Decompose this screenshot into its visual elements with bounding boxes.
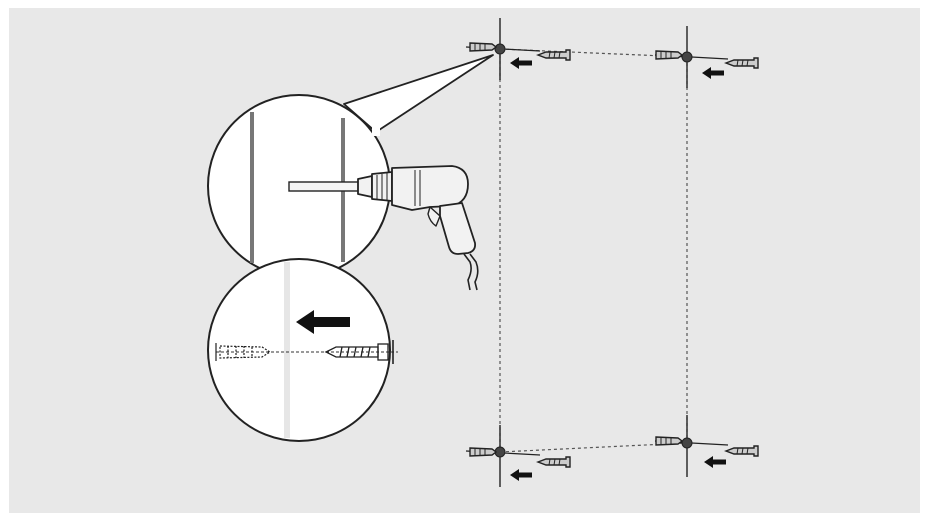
drill-mark-icon: [494, 43, 506, 55]
plug-detail-circle: [207, 258, 391, 442]
drill-point-top-left: [465, 18, 571, 80]
drill-point-bottom-left: [465, 425, 571, 487]
wall-plug-icon: [469, 447, 497, 457]
plug-detail-magnifier: [207, 258, 398, 442]
insert-arrow-icon: [296, 310, 350, 334]
wall-plug-icon: [469, 42, 497, 52]
power-drill-icon: [357, 165, 479, 291]
drill-mark-icon: [681, 437, 693, 449]
drill-point-top-right: [654, 26, 759, 88]
wall-plug-icon: [655, 436, 683, 446]
screw-icon: [324, 340, 394, 364]
wall-plug-icon: [655, 50, 683, 60]
wall-section: [284, 262, 290, 438]
detail-magnifier-icon: [207, 54, 494, 278]
drill-mark-icon: [681, 51, 693, 63]
drill-bit: [288, 181, 362, 192]
drill-point-bottom-right: [654, 415, 759, 477]
inserted-plug: [215, 343, 272, 361]
diagram-panel: [9, 8, 920, 513]
